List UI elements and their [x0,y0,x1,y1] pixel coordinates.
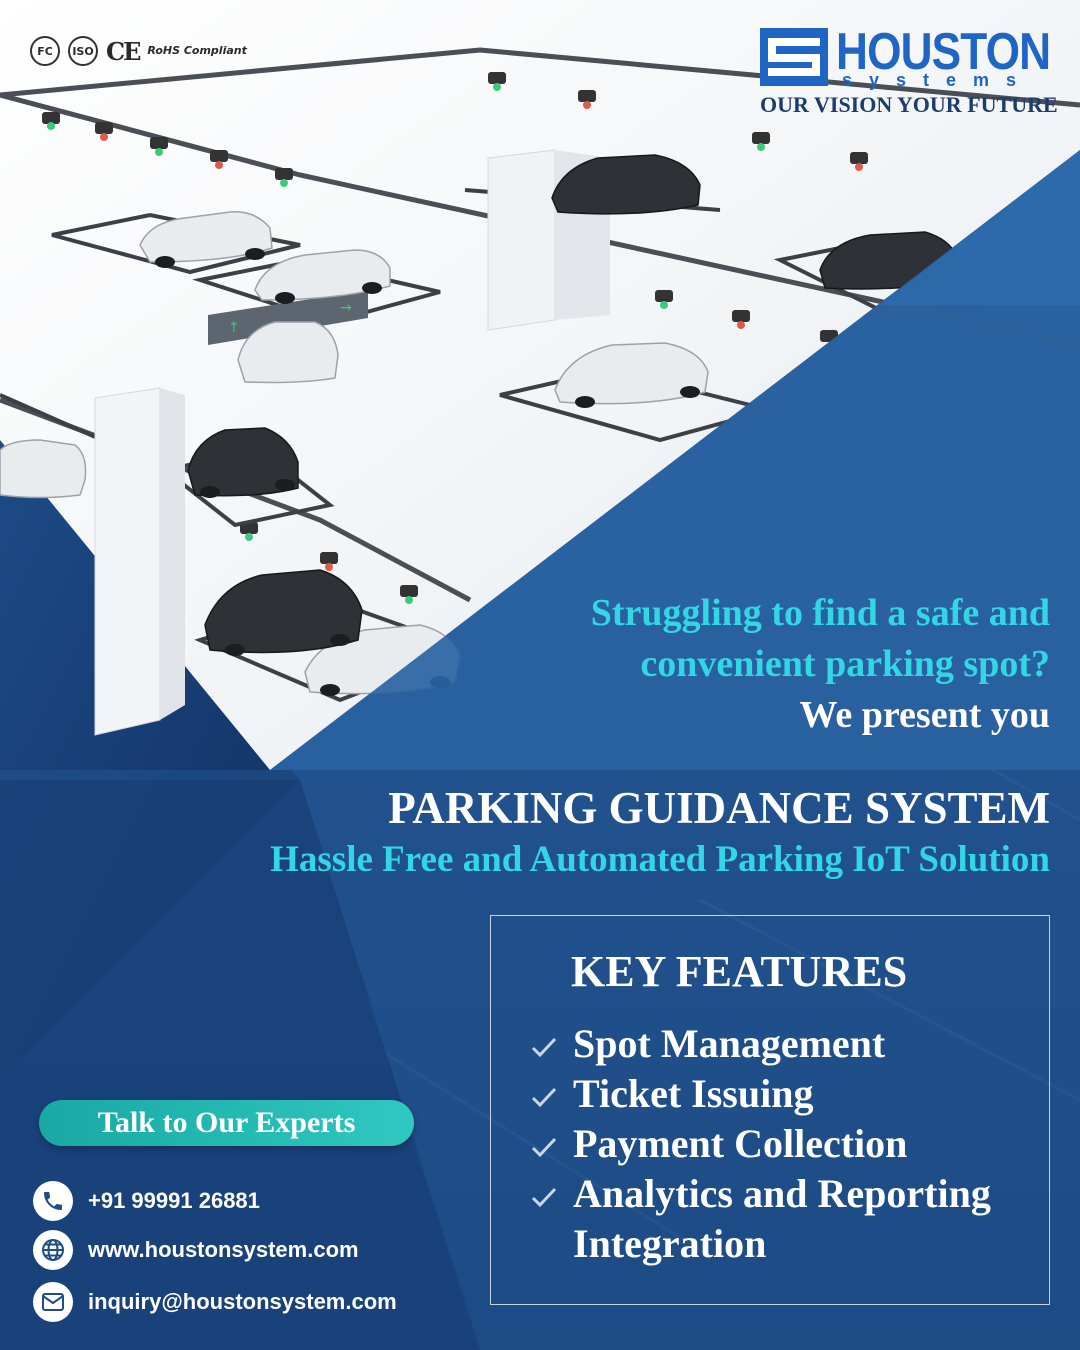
globe-icon [33,1230,73,1270]
product-subtitle: Hassle Free and Automated Parking IoT So… [270,839,1050,880]
feature-label: Ticket Issuing [573,1071,814,1116]
headline: Struggling to find a safe and convenient… [410,588,1050,741]
phone-number: +91 99991 26881 [88,1188,260,1213]
email-contact[interactable]: inquiry@houstonsystem.com [33,1282,397,1322]
talk-to-experts-label: Talk to Our Experts [97,1106,356,1139]
check-icon [531,1137,557,1158]
houston-logo-mark-icon [760,28,828,86]
brand-sub: systems [842,70,1034,90]
headline-line-2: convenient parking spot? [640,643,1050,685]
rohs-badge-icon: RoHS Compliant [147,44,247,57]
key-features-title: KEY FEATURES [571,947,908,996]
feature-label: Integration [573,1221,767,1266]
product-title: PARKING GUIDANCE SYSTEM [388,783,1050,833]
certification-badges: FC ISO CE RoHS Compliant [30,36,247,66]
svg-text:↑: ↑ [228,320,240,336]
guidance-sign: ↑ → [208,290,368,345]
fcc-badge-icon: FC [30,36,60,66]
headline-line-1: Struggling to find a safe and [590,592,1050,634]
website-contact[interactable]: www.houstonsystem.com [33,1230,359,1270]
feature-label: Spot Management [573,1021,886,1066]
brand-name: HOUSTON [836,23,1051,81]
feature-label: Analytics and Reporting [573,1171,991,1216]
iso-badge-icon: ISO [68,36,98,66]
talk-to-experts-button[interactable]: Talk to Our Experts [39,1100,414,1146]
website-url: www.houstonsystem.com [88,1237,359,1262]
phone-icon [33,1181,73,1221]
check-icon [531,1037,557,1058]
email-address: inquiry@houstonsystem.com [88,1289,397,1314]
svg-text:→: → [340,300,352,316]
feature-label: Payment Collection [573,1121,908,1166]
houston-logo: HOUSTON systems OUR VISION YOUR FUTURE [760,23,1060,124]
check-icon [531,1087,557,1108]
email-icon [33,1282,73,1322]
ce-badge-icon: CE [106,36,141,66]
key-features-box: KEY FEATURES Spot Management Ticket Issu… [490,915,1050,1305]
brand-tagline: OUR VISION YOUR FUTURE [760,92,1058,117]
phone-contact[interactable]: +91 99991 26881 [33,1181,260,1221]
check-icon [531,1187,557,1208]
headline-line-3: We present you [799,694,1050,736]
